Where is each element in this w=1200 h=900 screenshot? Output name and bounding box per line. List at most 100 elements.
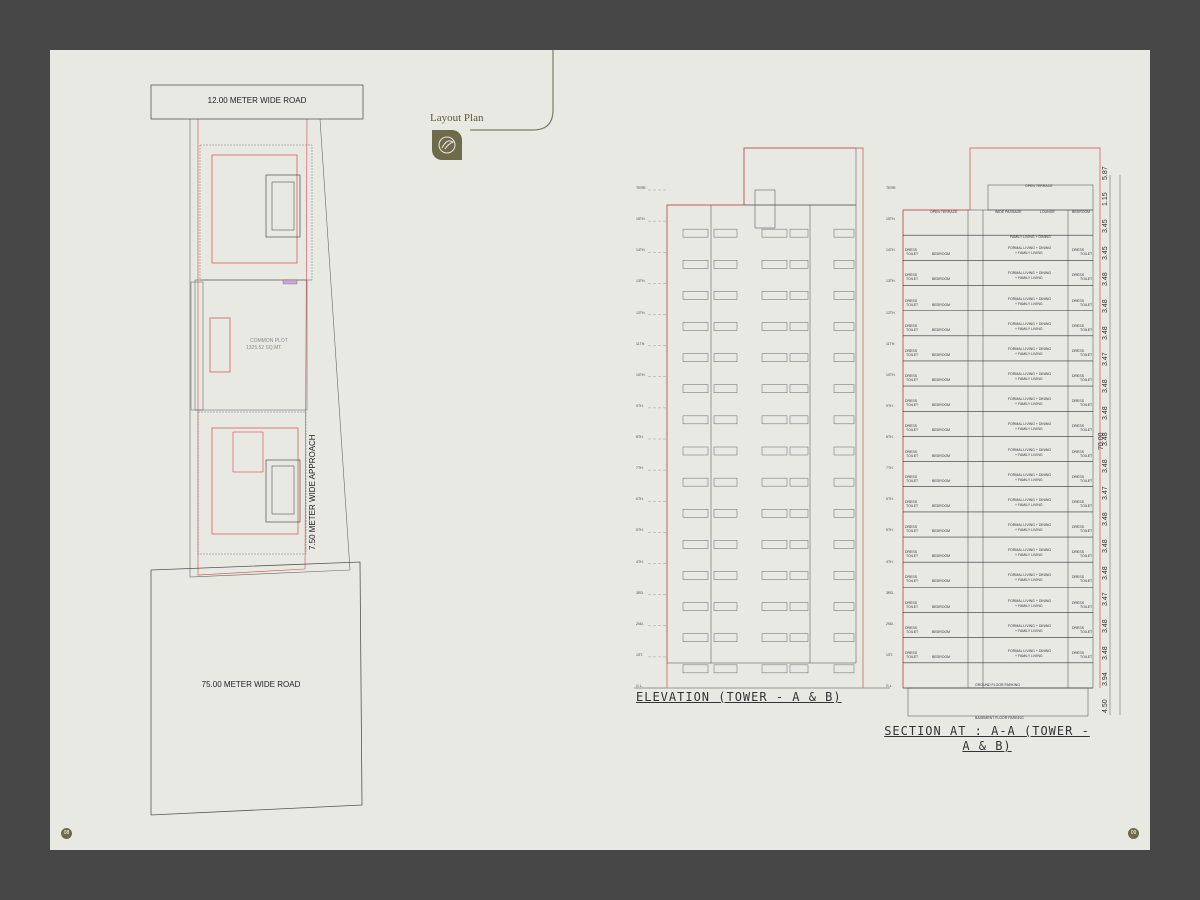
section-family-living-label: + FAMILY LIVING <box>1015 502 1043 507</box>
section-dress-label: DRESS <box>905 550 918 555</box>
section-family-living-label: + FAMILY LIVING <box>1015 653 1043 658</box>
section-dress-label: DRESS <box>1072 374 1085 379</box>
north-road-label: 12.00 METER WIDE ROAD <box>207 96 307 105</box>
section-formal-living-label: FORMAL LIVING + DINING <box>1008 321 1052 326</box>
section-dimension: 3.45 <box>1102 219 1109 233</box>
section-dimension: 3.48 <box>1102 539 1109 553</box>
section-floor-label: 6TH. <box>886 497 894 502</box>
section-bedroom-label: BEDROOM <box>932 478 951 483</box>
section-family-living-label: + FAMILY LIVING <box>1015 326 1043 331</box>
elevation-floor-label: 2ND. <box>636 621 644 626</box>
section-title-line1: SECTION AT : A-A (TOWER - <box>884 724 1090 738</box>
section-toilet-label: TOILET <box>1080 529 1093 534</box>
total-height-dim: 70.00 <box>1098 432 1105 450</box>
section-formal-living-label: FORMAL LIVING + DINING <box>1008 271 1052 276</box>
drawing-canvas <box>150 50 1121 816</box>
section-family-living-label: + FAMILY LIVING <box>1015 603 1043 608</box>
section-toilet-label: TOILET <box>906 327 919 332</box>
section-dimension: 3.47 <box>1102 352 1109 367</box>
section-dress-label: DRESS <box>1072 474 1085 479</box>
section-toilet-label: TOILET <box>906 654 919 659</box>
section-toilet-label: TOILET <box>1080 327 1093 332</box>
elevation-floor-label: 14TH. <box>636 248 646 253</box>
section-dress-label: DRESS <box>905 323 918 328</box>
section-formal-living-label: FORMAL LIVING + DINING <box>1008 548 1052 553</box>
section-dimension: 3.48 <box>1102 379 1109 393</box>
section-dimension: 3.48 <box>1102 459 1109 473</box>
page-title: Layout Plan <box>430 112 484 124</box>
section-dimension: 3.48 <box>1102 566 1109 580</box>
section-dress-label: DRESS <box>905 298 918 303</box>
section-formal-living-label: FORMAL LIVING + DINING <box>1008 472 1052 477</box>
section-bedroom-label: BEDROOM <box>932 327 951 332</box>
open-terrace-lower-label: OPEN TERRACE <box>930 210 958 214</box>
section-floor-label: 5TH. <box>886 528 894 533</box>
section-toilet-label: TOILET <box>1080 428 1093 433</box>
section-dress-label: DRESS <box>1072 499 1085 504</box>
section-formal-living-label: FORMAL LIVING + DINING <box>1008 648 1052 653</box>
section-dress-label: DRESS <box>1072 525 1085 530</box>
section-toilet-label: TOILET <box>906 478 919 483</box>
section-floor-label: 12TH. <box>886 310 896 315</box>
section-dress-label: DRESS <box>1072 273 1085 278</box>
elevation-floor-label: 15TH. <box>636 217 646 222</box>
section-formal-living-label: FORMAL LIVING + DINING <box>1008 422 1052 427</box>
section-dress-label: DRESS <box>1072 323 1085 328</box>
section-dress-label: DRESS <box>905 474 918 479</box>
elevation-floor-label: TERR. <box>636 186 647 190</box>
section-formal-living-label: FORMAL LIVING + DINING <box>1008 346 1052 351</box>
section-dimension: 5.87 <box>1102 166 1109 180</box>
section-bedroom-label: BEDROOM <box>932 277 951 282</box>
section-family-living-label: + FAMILY LIVING <box>1015 301 1043 306</box>
section-family-living-label: + FAMILY LIVING <box>1015 251 1043 256</box>
section-dress-label: DRESS <box>905 650 918 655</box>
section-floor-label: 4TH. <box>886 559 894 564</box>
section-dress-label: DRESS <box>1072 298 1085 303</box>
section-dimension: 3.48 <box>1102 619 1109 633</box>
section-floor-label: 2ND. <box>886 621 894 626</box>
section-dress-label: DRESS <box>905 449 918 454</box>
section-dress-label: DRESS <box>905 575 918 580</box>
page-number-left: 08 <box>61 828 72 839</box>
section-toilet-label: TOILET <box>906 252 919 257</box>
south-road-label: 75.00 METER WIDE ROAD <box>201 680 301 689</box>
elevation-floor-label: 1ST. <box>636 652 644 657</box>
section-bedroom-label: BEDROOM <box>932 428 951 433</box>
section-family-living-label: + FAMILY LIVING <box>1015 628 1043 633</box>
section-dress-label: DRESS <box>905 374 918 379</box>
section-toilet-label: TOILET <box>1080 554 1093 559</box>
section-toilet-label: TOILET <box>906 302 919 307</box>
section-bedroom-label: BEDROOM <box>932 629 951 634</box>
section-dress-label: DRESS <box>1072 424 1085 429</box>
ground-floor-label: GROUND FLOOR PARKING <box>975 683 1021 687</box>
elevation-floor-label: 9TH. <box>636 403 644 408</box>
section-dimension: 3.48 <box>1102 406 1109 420</box>
section-dimension: 3.48 <box>1102 326 1109 340</box>
section-bedroom-label: BEDROOM <box>932 579 951 584</box>
section-family-living-label: + FAMILY LIVING <box>1015 276 1043 281</box>
section-dimension: 3.48 <box>1102 272 1109 287</box>
section-floor-label: 9TH. <box>886 403 894 408</box>
section-toilet-label: TOILET <box>1080 302 1093 307</box>
section-toilet-label: TOILET <box>906 453 919 458</box>
section-floor-label: 13TH. <box>886 279 896 284</box>
brochure-spread: 12.00 METER WIDE ROAD 75.00 METER WIDE R… <box>50 50 1150 850</box>
section-family-living-label: + FAMILY LIVING <box>1015 377 1043 382</box>
section-toilet-label: TOILET <box>906 277 919 282</box>
section-formal-living-label: FORMAL LIVING + DINING <box>1008 372 1052 377</box>
section-bedroom-label: BEDROOM <box>932 503 951 508</box>
page-number-right: 09 <box>1128 828 1139 839</box>
section-dress-label: DRESS <box>905 525 918 530</box>
section-toilet-label: TOILET <box>906 554 919 559</box>
section-floor-label: TERR. <box>886 186 897 190</box>
section-toilet-label: TOILET <box>1080 503 1093 508</box>
section-bedroom-label: BEDROOM <box>932 252 951 257</box>
elevation-floor-label: 5TH. <box>636 528 644 533</box>
elevation-floor-label: 4TH. <box>636 559 644 564</box>
section-family-living-label: + FAMILY LIVING <box>1015 578 1043 583</box>
elevation-floor-label: G.L. <box>636 684 643 688</box>
section-family-living-label: + FAMILY LIVING <box>1015 553 1043 558</box>
section-family-living-label: + FAMILY LIVING <box>1015 452 1043 457</box>
section-formal-living-label: FORMAL LIVING + DINING <box>1008 598 1052 603</box>
section-dress-label: DRESS <box>1072 248 1085 253</box>
